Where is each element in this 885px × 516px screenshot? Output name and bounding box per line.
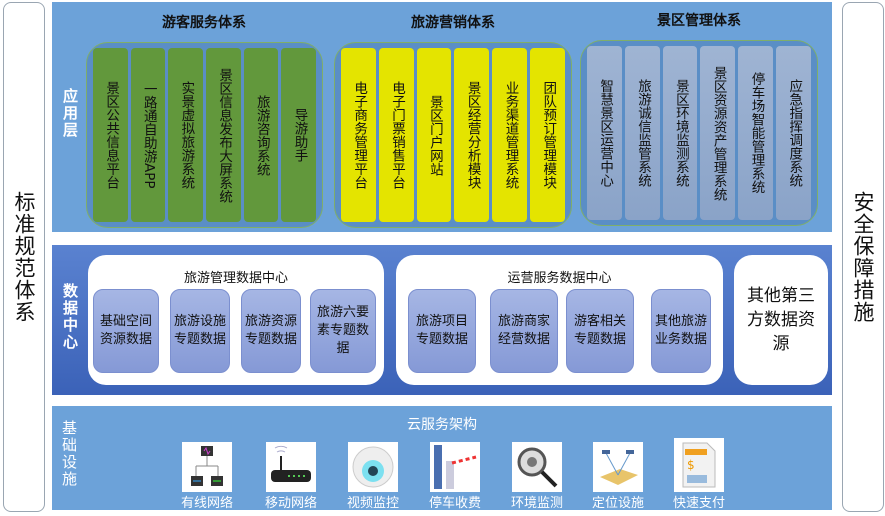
module-label: 旅游咨询系统 (253, 94, 270, 176)
center-title: 运营服务数据中心 (507, 271, 612, 286)
module-label: 景区公共信息平台 (103, 81, 120, 189)
infra-label: 定位设施 (591, 496, 644, 511)
module: 景区信息发布大屏系统 (206, 48, 241, 222)
data-item: 旅游设施专题数据 (170, 289, 230, 373)
module: 电子门票销售平台 (378, 48, 414, 222)
module: 团队预订管理模块 (530, 48, 565, 222)
third-party-data: 其他第三方数据资源 (734, 255, 828, 385)
module: 旅游咨询系统 (243, 48, 279, 222)
module-label: 业务渠道管理系统 (502, 81, 519, 189)
tourism-marketing-group: 电子商务管理平台 电子门票销售平台 景区门户网站 景区经营分析模块 业务渠道管理… (334, 42, 572, 228)
data-item: 游客相关专题数据 (566, 289, 634, 373)
data-item: 旅游商家经营数据 (490, 289, 558, 373)
module-label: 景区信息发布大屏系统 (216, 67, 233, 203)
module: 应急指挥调度系统 (776, 46, 811, 220)
module: 智慧景区运营中心 (587, 46, 622, 220)
infrastructure-layer: 基础设施 云服务架构 有线网络 移动网络 视频监控 停车收费 环境监测 定位设施… (52, 406, 832, 511)
module-label: 智慧景区运营中心 (597, 79, 614, 187)
data-item: 旅游资源专题数据 (241, 289, 301, 373)
module-label: 导游助手 (291, 108, 308, 162)
module-label: 景区环境监测系统 (672, 79, 689, 187)
parking-gate-icon (430, 442, 480, 492)
cloud-architecture-title: 云服务架构 (407, 417, 477, 433)
module-label: 停车场智能管理系统 (748, 72, 765, 194)
data-item: 其他旅游业务数据 (651, 289, 711, 373)
module-label: 电子商务管理平台 (351, 81, 368, 189)
data-item: 基础空间资源数据 (93, 289, 159, 373)
module: 实景虚拟旅游系统 (168, 48, 204, 222)
group-title: 景区管理体系 (657, 13, 741, 29)
security-panel: 安全保障措施 (842, 2, 884, 512)
module-label: 旅游诚信监管系统 (634, 79, 651, 187)
module-label: 应急指挥调度系统 (786, 79, 803, 187)
module: 景区门户网站 (416, 48, 452, 222)
module: 旅游诚信监管系统 (624, 46, 660, 220)
infrastructure-label: 基础设施 (60, 420, 78, 488)
module: 停车场智能管理系统 (738, 46, 774, 220)
module-label: 实景虚拟旅游系统 (178, 81, 195, 189)
camera-icon (348, 442, 398, 492)
infra-label: 移动网络 (264, 496, 317, 511)
application-layer-label: 应用层 (61, 88, 79, 139)
infra-label: 环境监测 (510, 496, 563, 511)
satellite-icon (593, 442, 643, 492)
module-label: 景区经营分析模块 (464, 81, 481, 189)
scenic-management-group: 智慧景区运营中心 旅游诚信监管系统 景区环境监测系统 景区资源资产管理系统 停车… (580, 40, 818, 226)
module: 电子商务管理平台 (341, 48, 376, 222)
infra-label: 快速支付 (672, 496, 725, 511)
router-icon (266, 442, 316, 492)
center-title: 旅游管理数据中心 (183, 271, 288, 286)
module-label: 一路通自助游APP (140, 81, 157, 189)
module: 景区经营分析模块 (454, 48, 490, 222)
module-label: 景区门户网站 (426, 94, 443, 176)
group-title: 旅游营销体系 (411, 15, 495, 31)
module: 景区公共信息平台 (93, 48, 128, 222)
data-item: 旅游项目专题数据 (408, 289, 476, 373)
module: 一路通自助游APP (130, 48, 166, 222)
data-center-layer: 数据中心 旅游管理数据中心 基础空间资源数据 旅游设施专题数据 旅游资源专题数据… (52, 245, 832, 395)
security-label: 安全保障措施 (851, 191, 875, 323)
payment-icon: $ (674, 438, 724, 492)
standards-panel: 标准规范体系 (3, 2, 45, 512)
module: 业务渠道管理系统 (492, 48, 528, 222)
module-label: 景区资源资产管理系统 (710, 65, 727, 201)
standards-label: 标准规范体系 (12, 191, 36, 323)
tourist-service-group: 景区公共信息平台 一路通自助游APP 实景虚拟旅游系统 景区信息发布大屏系统 旅… (86, 42, 323, 228)
magnifier-icon (512, 442, 562, 492)
infra-label: 视频监控 (346, 496, 399, 511)
tourism-management-data-center: 旅游管理数据中心 基础空间资源数据 旅游设施专题数据 旅游资源专题数据 旅游六要… (88, 255, 384, 385)
application-layer: 应用层 游客服务体系 景区公共信息平台 一路通自助游APP 实景虚拟旅游系统 景… (52, 2, 832, 232)
module-label: 电子门票销售平台 (388, 81, 405, 189)
module: 导游助手 (281, 48, 317, 222)
module-label: 团队预订管理模块 (540, 81, 557, 189)
operation-service-data-center: 运营服务数据中心 旅游项目专题数据 旅游商家经营数据 游客相关专题数据 其他旅游… (396, 255, 723, 385)
infra-label: 停车收费 (428, 496, 481, 511)
data-item: 旅游六要素专题数据 (310, 289, 376, 373)
module: 景区环境监测系统 (662, 46, 698, 220)
group-title: 游客服务体系 (162, 15, 246, 31)
wired-network-icon (182, 442, 232, 492)
svg-text:$: $ (687, 458, 695, 472)
infra-label: 有线网络 (180, 496, 233, 511)
module: 景区资源资产管理系统 (700, 46, 736, 220)
data-center-label: 数据中心 (61, 283, 79, 351)
